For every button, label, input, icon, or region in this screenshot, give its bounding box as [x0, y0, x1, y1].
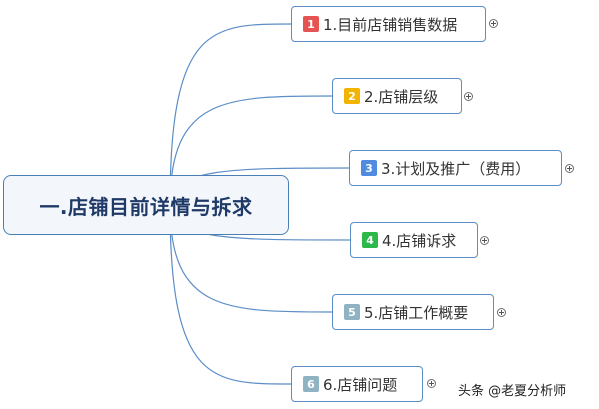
root-topic[interactable]: 一.店铺目前详情与拆求 [3, 175, 289, 235]
branch-topic-plan-promotion[interactable]: 3 3.计划及推广（费用） [349, 150, 562, 186]
plus-circle-icon[interactable] [480, 236, 489, 245]
branch-label: 3.计划及推广（费用） [381, 159, 531, 178]
branch-topic-store-demands[interactable]: 4 4.店铺诉求 [350, 222, 478, 258]
branch-link-6 [169, 204, 292, 385]
branch-label: 5.店铺工作概要 [364, 303, 469, 322]
priority-badge-6: 6 [303, 376, 319, 392]
branch-topic-store-level[interactable]: 2 2.店铺层级 [332, 78, 462, 114]
plus-circle-icon[interactable] [497, 308, 506, 317]
watermark-text: 头条 @老夏分析师 [458, 384, 567, 399]
branch-label: 1.目前店铺销售数据 [323, 15, 458, 34]
priority-badge-5: 5 [344, 304, 360, 320]
branch-link-5 [169, 204, 333, 313]
branch-label: 2.店铺层级 [364, 87, 439, 106]
root-topic-label: 一.店铺目前详情与拆求 [39, 194, 253, 219]
plus-circle-icon[interactable] [464, 92, 473, 101]
branch-link-1 [169, 23, 292, 206]
priority-badge-3: 3 [361, 160, 377, 176]
branch-topic-work-summary[interactable]: 5 5.店铺工作概要 [332, 294, 494, 330]
priority-badge-1: 1 [303, 16, 319, 32]
plus-circle-icon[interactable] [489, 19, 498, 28]
branch-topic-sales-data[interactable]: 1 1.目前店铺销售数据 [291, 6, 486, 42]
branch-label: 6.店铺问题 [323, 375, 398, 394]
plus-circle-icon[interactable] [565, 164, 574, 173]
branch-label: 4.店铺诉求 [382, 231, 457, 250]
priority-badge-4: 4 [362, 232, 378, 248]
plus-circle-icon[interactable] [427, 379, 436, 388]
branch-topic-store-issues[interactable]: 6 6.店铺问题 [291, 366, 423, 402]
priority-badge-2: 2 [344, 88, 360, 104]
branch-link-2 [169, 95, 333, 206]
